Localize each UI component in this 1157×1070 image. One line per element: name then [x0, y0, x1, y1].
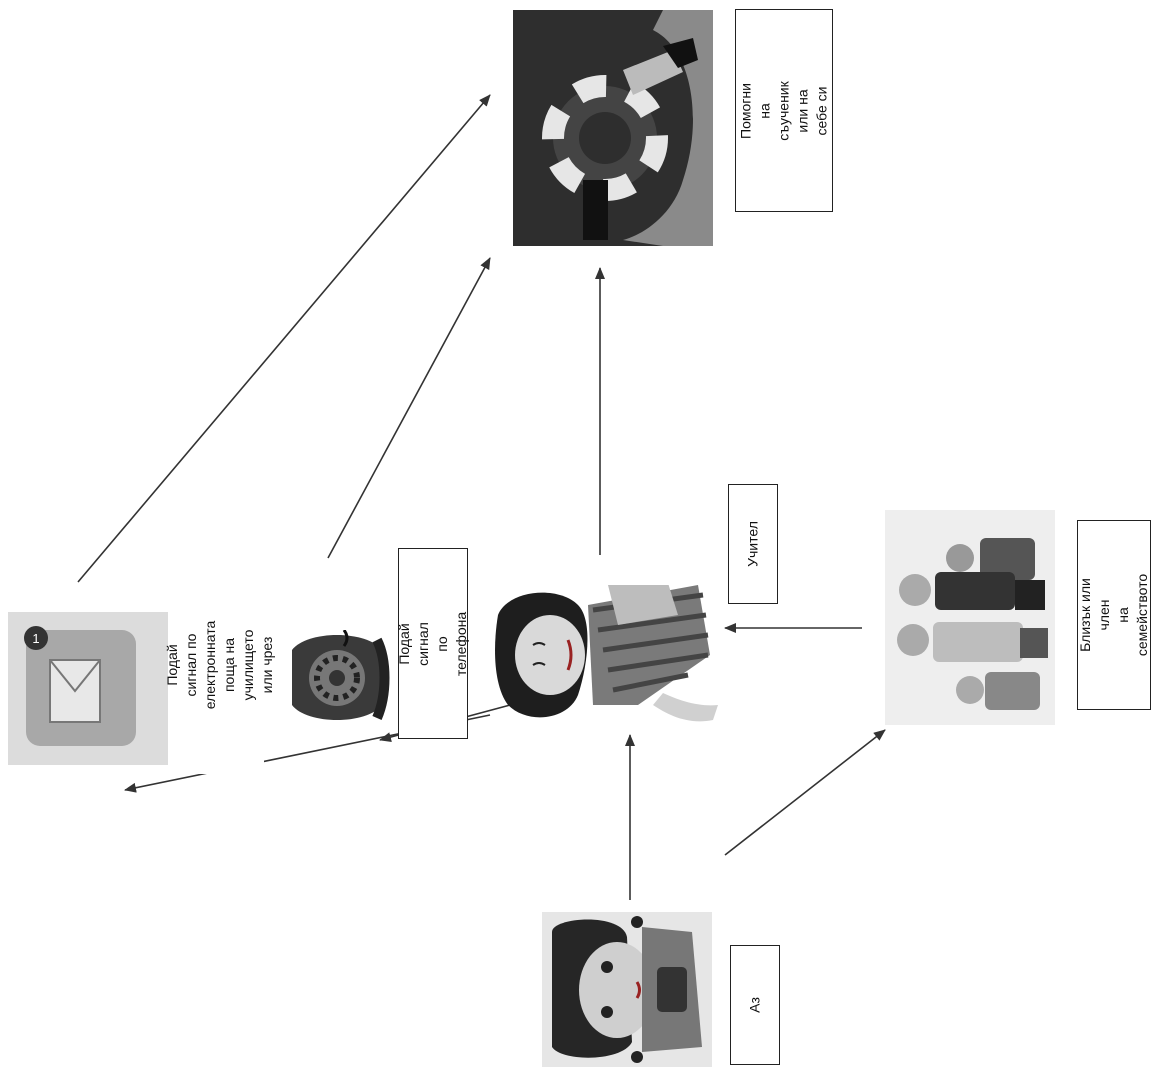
- email-label-text: Подай сигнал по електронната поща на учи…: [164, 620, 275, 710]
- node-family-label: Близък или член на семейството: [1077, 520, 1151, 710]
- node-email-label: Подай сигнал по електронната поща на учи…: [164, 556, 275, 774]
- node-teacher-label: Учител: [728, 484, 778, 604]
- arrow-phone-to-help: [327, 257, 491, 559]
- node-phone-label: Подай сигнал по телефона: [396, 548, 469, 739]
- me-label-text: Аз: [746, 997, 763, 1013]
- svg-text:1: 1: [32, 631, 39, 646]
- arrow-email-to-help: [77, 94, 491, 583]
- family-label-text: Близък или член на семейството: [1077, 573, 1150, 657]
- node-me-label: Аз: [730, 945, 780, 1065]
- help-label-text: Помогни на съученик или на себе си: [737, 80, 830, 141]
- phone-label-text: Подай сигнал по телефона: [396, 611, 469, 676]
- node-help-label: Помогни на съученик или на себе си: [735, 9, 833, 212]
- teacher-icon: [488, 585, 720, 735]
- rotary-phone-icon: [282, 630, 397, 725]
- girl-portrait-icon: [542, 912, 712, 1067]
- teacher-label-text: Учител: [744, 521, 761, 567]
- arrow-me-to-family: [724, 729, 886, 856]
- email-envelope-icon: 1: [8, 612, 168, 765]
- family-icon: [885, 510, 1055, 725]
- lifebuoy-icon: [513, 10, 713, 246]
